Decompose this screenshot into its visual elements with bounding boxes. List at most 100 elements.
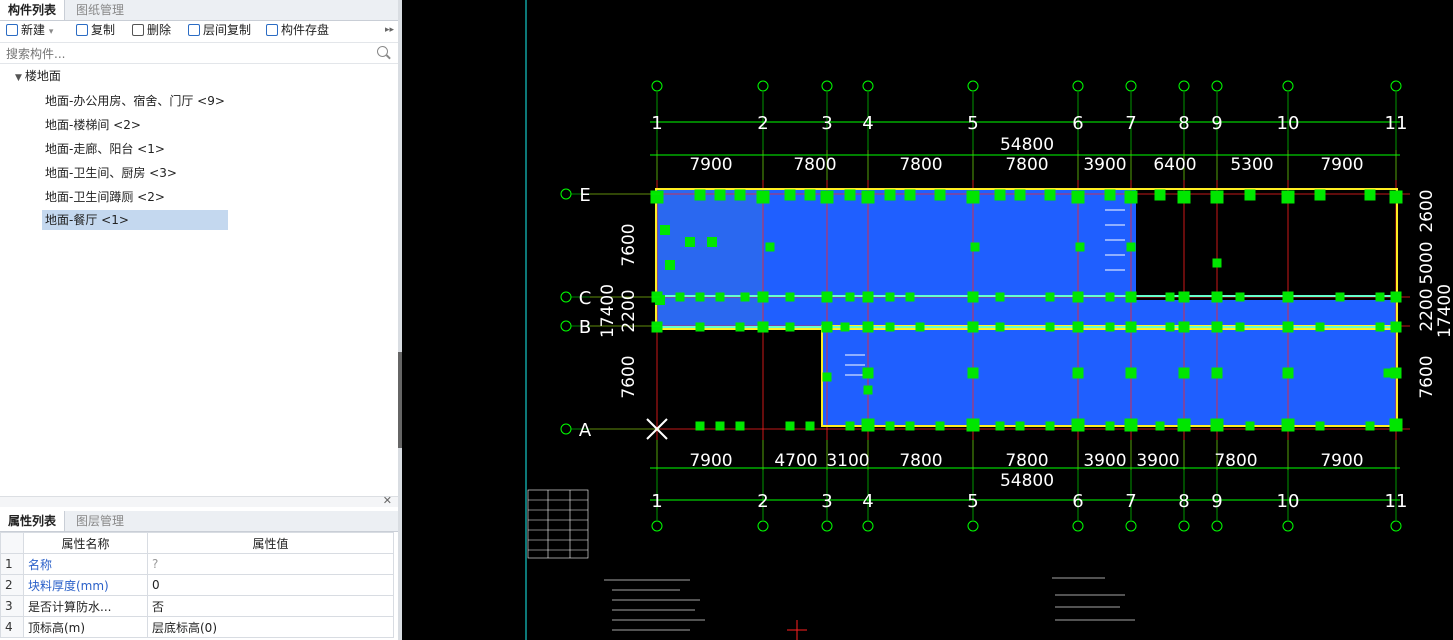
axis-label-top: 4: [862, 113, 873, 134]
tree-item[interactable]: 地面-楼梯间 <2>: [45, 118, 141, 132]
axis-label-bottom: 11: [1385, 491, 1408, 512]
dimension-total-left: 17400: [598, 284, 618, 338]
dimension-span-bottom: 7800: [1005, 451, 1048, 471]
tree-item[interactable]: 地面-卫生间、厨房 <3>: [45, 166, 177, 180]
save-icon: [266, 24, 278, 36]
dimension-span-bottom: 7800: [899, 451, 942, 471]
axis-label-top: 8: [1178, 113, 1189, 134]
dimension-right: 5000: [1417, 241, 1437, 284]
axis-label-bottom: 6: [1072, 491, 1083, 512]
dimension-span-bottom: 3900: [1136, 451, 1179, 471]
dimension-right: 2600: [1417, 189, 1437, 232]
tree-item[interactable]: 地面-卫生间蹲厕 <2>: [45, 190, 165, 204]
axis-label-top: 9: [1211, 113, 1222, 134]
delete-button[interactable]: 删除: [132, 21, 171, 39]
property-name: 块料厚度(mm): [23, 574, 148, 596]
tree-item[interactable]: 地面-办公用房、宿舍、门厅 <9>: [45, 94, 225, 108]
component-search: [0, 43, 398, 64]
chevron-down-icon[interactable]: ▾: [48, 27, 54, 37]
axis-label-top: 7: [1125, 113, 1136, 134]
panel-splitter[interactable]: ✕: [0, 494, 398, 507]
axis-label-bottom: 5: [967, 491, 978, 512]
axis-label-bottom: 8: [1178, 491, 1189, 512]
dimension-span-top: 7900: [689, 155, 732, 175]
axis-label-bottom: 3: [821, 491, 832, 512]
dimension-right: 7600: [1417, 355, 1437, 398]
table-row[interactable]: 4 顶标高(m) 层底标高(0): [0, 616, 394, 638]
property-value[interactable]: 0: [147, 574, 394, 596]
property-header: 属性名称 属性值: [0, 532, 394, 554]
header-name: 属性名称: [23, 532, 148, 554]
dimension-left: 2200: [619, 289, 639, 332]
axis-label-bottom: 1: [651, 491, 662, 512]
axis-label-top: 10: [1277, 113, 1300, 134]
dimension-span-top: 7900: [1320, 155, 1363, 175]
crosshair-icon: [646, 418, 668, 440]
floor-copy-icon: [188, 24, 200, 36]
tab-property-list[interactable]: 属性列表: [0, 511, 66, 531]
floor-plan-drawing[interactable]: 1122334455667788991010111154800548007900…: [402, 0, 1453, 640]
header-value: 属性值: [147, 532, 394, 554]
dimension-span-top: 7800: [1005, 155, 1048, 175]
axis-label-top: 6: [1072, 113, 1083, 134]
search-input[interactable]: [4, 44, 378, 64]
tree-root[interactable]: ▼楼地面: [15, 69, 61, 83]
title-block: [527, 489, 589, 559]
tab-component-list[interactable]: 构件列表: [0, 0, 66, 20]
axis-label-top: 11: [1385, 113, 1408, 134]
tree-item[interactable]: 地面-走廊、阳台 <1>: [45, 142, 165, 156]
floor-copy-button[interactable]: 层间复制: [188, 21, 251, 39]
tab-drawing-management[interactable]: 图纸管理: [76, 3, 125, 17]
component-panel: 构件列表 图纸管理 新建 ▾ 复制 删除 层间复制 构件存盘 ▸▸ ▼楼地面 地…: [0, 0, 398, 640]
search-icon[interactable]: [377, 46, 388, 57]
property-tabs: 属性列表 图层管理: [0, 511, 398, 532]
axis-label-top: 1: [651, 113, 662, 134]
axis-labels: 1122334455667788991010111154800548007900…: [560, 80, 1453, 532]
dimension-total-top: 54800: [1000, 135, 1054, 155]
axis-label-left: C: [579, 288, 592, 309]
property-value[interactable]: 层底标高(0): [147, 616, 394, 638]
dimension-left: 7600: [619, 223, 639, 266]
axis-label-top: 5: [967, 113, 978, 134]
new-icon: [6, 24, 18, 36]
close-icon[interactable]: ✕: [382, 494, 392, 507]
dimension-span-top: 6400: [1153, 155, 1196, 175]
overflow-icon[interactable]: ▸▸: [385, 25, 395, 35]
axis-label-left: A: [579, 420, 592, 441]
property-value[interactable]: 否: [147, 595, 394, 617]
table-row[interactable]: 3 是否计算防水... 否: [0, 595, 394, 617]
property-name: 是否计算防水...: [23, 595, 148, 617]
new-button[interactable]: 新建 ▾: [6, 21, 53, 39]
dimension-span-top: 5300: [1230, 155, 1273, 175]
room-areas: [657, 190, 1396, 425]
table-row[interactable]: 1 名称 ?: [0, 553, 394, 575]
dimension-span-bottom: 3100: [826, 451, 869, 471]
scrollbar-thumb[interactable]: [398, 352, 402, 448]
axis-label-bottom: 7: [1125, 491, 1136, 512]
property-name: 顶标高(m): [23, 616, 148, 638]
dimension-span-bottom: 4700: [774, 451, 817, 471]
save-component-button[interactable]: 构件存盘: [266, 21, 329, 39]
caret-down-icon[interactable]: ▼: [15, 73, 22, 83]
columns: [650, 189, 1403, 432]
property-name: 名称: [23, 553, 148, 575]
tree-item-selected[interactable]: 地面-餐厅 <1>: [42, 210, 228, 230]
dimension-span-top: 7800: [793, 155, 836, 175]
axis-label-bottom: 4: [862, 491, 873, 512]
copy-button[interactable]: 复制: [76, 21, 115, 39]
staircases: [845, 209, 1125, 376]
tab-layer-management[interactable]: 图层管理: [76, 514, 125, 528]
axis-label-top: 2: [757, 113, 768, 134]
trash-icon: [132, 24, 144, 36]
axis-label-left: E: [579, 185, 590, 206]
dimension-right: 2200: [1417, 288, 1437, 331]
panel-scrollbar[interactable]: [398, 0, 402, 640]
table-row[interactable]: 2 块料厚度(mm) 0: [0, 574, 394, 596]
dimension-span-top: 3900: [1083, 155, 1126, 175]
dimension-span-bottom: 3900: [1083, 451, 1126, 471]
copy-icon: [76, 24, 88, 36]
property-value[interactable]: ?: [147, 553, 394, 575]
dimension-span-bottom: 7900: [689, 451, 732, 471]
axis-label-bottom: 10: [1277, 491, 1300, 512]
